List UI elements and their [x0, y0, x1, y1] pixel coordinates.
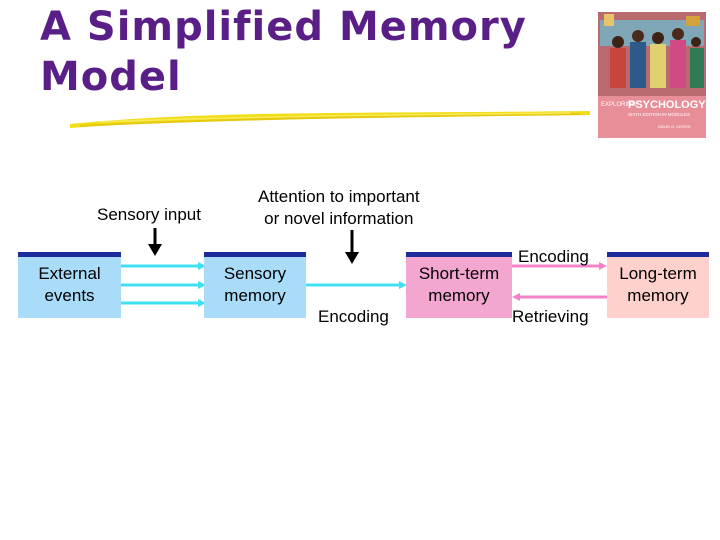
book-title-word: PSYCHOLOGY: [628, 99, 706, 111]
label-encoding-2: Encoding: [518, 247, 589, 266]
book-edition-line: SIXTH EDITION IN MODULES: [628, 112, 690, 117]
label-attention: Attention to important or novel informat…: [258, 187, 420, 228]
box-sensory-memory: Sensory memory: [204, 252, 306, 318]
box-short-term-memory: Short-term memory: [406, 252, 512, 318]
box-external-events: External events: [18, 252, 121, 318]
box-external-events-label: External events: [38, 264, 101, 305]
attention-arrow: [345, 230, 359, 264]
box-topbar: [607, 252, 709, 257]
box-topbar: [204, 252, 306, 257]
box-topbar: [18, 252, 121, 257]
box-long-term-memory: Long-term memory: [607, 252, 709, 318]
book-series-word: EXPLORING: [601, 102, 636, 108]
label-retrieving: Retrieving: [512, 307, 589, 326]
book-cover-image: EXPLORING PSYCHOLOGY SIXTH EDITION IN MO…: [598, 12, 706, 138]
external-to-sensory-arrows: [121, 262, 206, 307]
book-author-line: DAVID G. MYERS: [658, 124, 691, 129]
long-to-short-term-arrow: [512, 293, 607, 301]
box-short-term-memory-label: Short-term memory: [418, 264, 500, 305]
label-encoding-1: Encoding: [318, 307, 389, 326]
title-underline: [70, 111, 590, 128]
box-topbar: [406, 252, 512, 257]
label-sensory-input: Sensory input: [97, 205, 201, 224]
sensory-input-arrow: [148, 228, 162, 256]
sensory-to-short-term-arrow: [306, 281, 407, 289]
box-long-term-memory-label: Long-term memory: [619, 264, 697, 305]
slide-title: A Simplified Memory Model: [40, 4, 527, 100]
box-sensory-memory-label: Sensory memory: [223, 264, 287, 305]
short-to-long-term-arrow: [512, 262, 607, 270]
